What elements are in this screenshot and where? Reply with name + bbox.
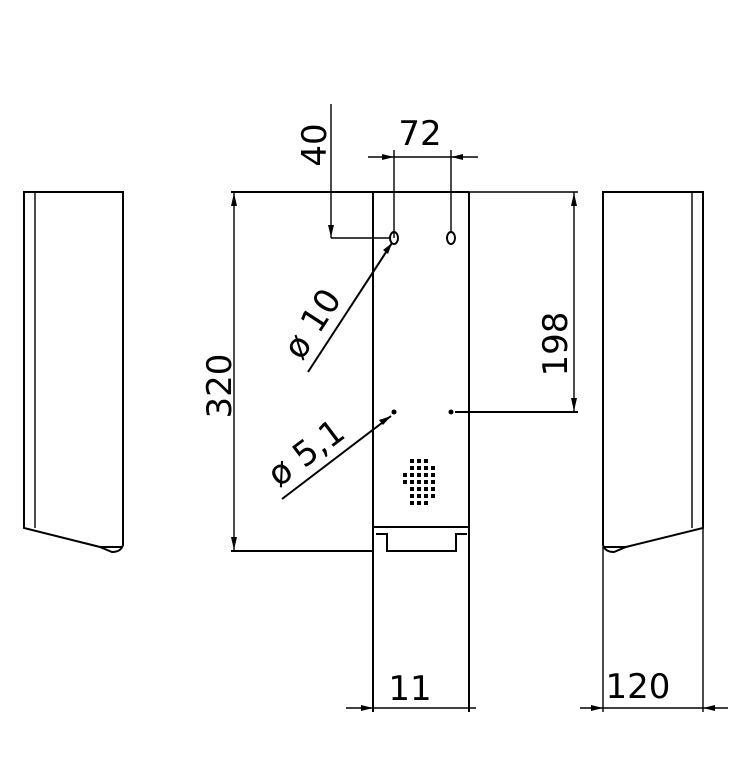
- dim-120-label: 120: [606, 667, 671, 707]
- vent-grid: [403, 459, 435, 505]
- dim-diameter-5-1-label: ø 5,1: [260, 411, 353, 495]
- dimension-width-72: 72: [368, 114, 478, 238]
- right-side-view: [602, 191, 704, 554]
- dim-front-width-label: 11: [388, 669, 431, 709]
- dimension-diameter-10: ø 10: [276, 242, 393, 373]
- dim-72-label: 72: [398, 114, 441, 154]
- dimension-holes-198: 198: [455, 191, 578, 413]
- dim-40-label: 40: [295, 123, 335, 166]
- left-side-view: [23, 191, 124, 554]
- dimension-diameter-5-1: ø 5,1: [260, 411, 392, 500]
- dimension-top-40: 40: [295, 104, 390, 239]
- dim-198-label: 198: [536, 312, 576, 377]
- dimension-height-320: 320: [200, 191, 373, 552]
- dimension-depth-120: 120: [580, 528, 728, 712]
- dim-320-label: 320: [200, 354, 240, 419]
- hole-large-right: [446, 231, 456, 245]
- dimension-front-width: 11: [346, 669, 476, 711]
- hole-small-left: [391, 409, 397, 415]
- hole-small-right: [448, 409, 454, 415]
- front-view: [372, 191, 470, 712]
